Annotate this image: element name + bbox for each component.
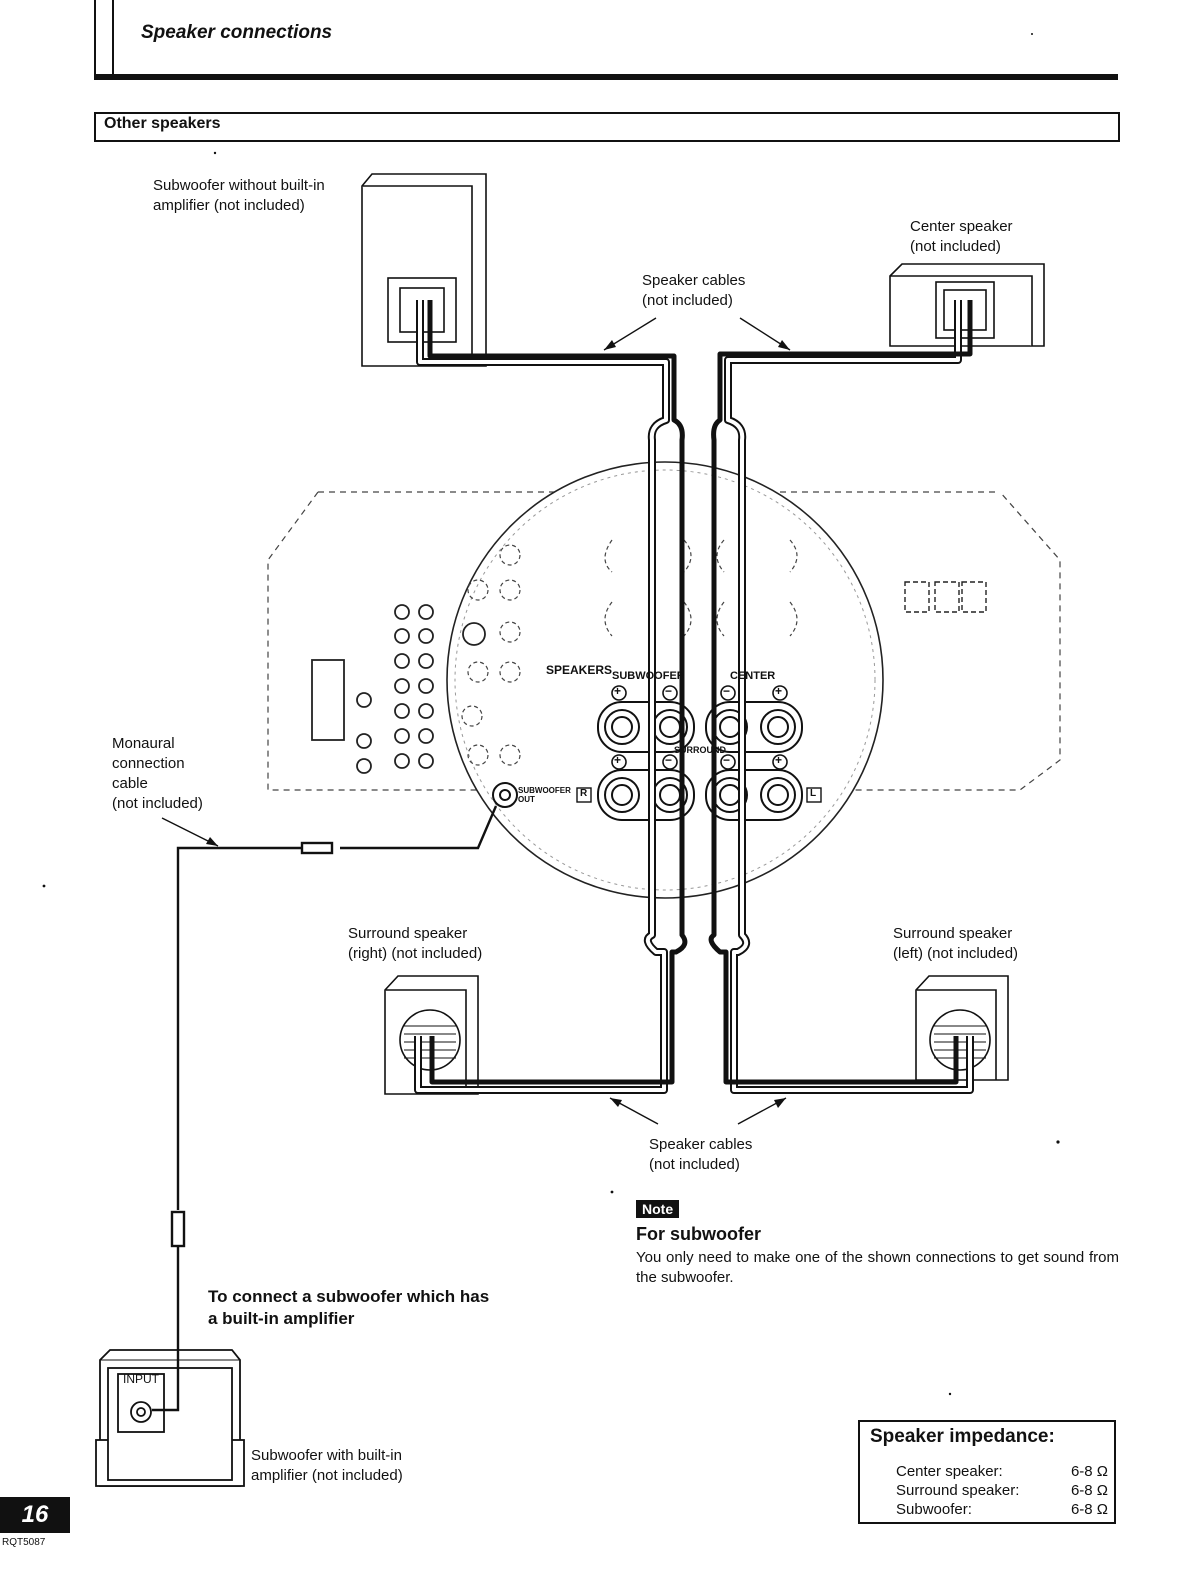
monaural-cable <box>152 805 498 1412</box>
speakers-label: SPEAKERS <box>546 663 613 677</box>
section-title: Other speakers <box>104 115 221 132</box>
minus-sign-4: − <box>723 753 731 767</box>
note-badge: Note <box>636 1200 680 1218</box>
plus-sign-3: + <box>614 753 622 767</box>
center-terminal-label: CENTER <box>730 670 776 682</box>
header-rule-inner <box>112 0 114 74</box>
l-channel-label: L <box>810 788 817 799</box>
minus-sign-3: − <box>665 753 673 767</box>
minus-sign-1: − <box>665 684 673 698</box>
impedance-title: Speaker impedance: <box>870 1426 1055 1447</box>
subwoofer-with-amp-graphic <box>95 1349 245 1487</box>
center-speaker-graphic <box>889 263 1045 347</box>
header-rule-left <box>94 0 96 78</box>
surround-right-label: Surround speaker(right) (not included) <box>348 925 483 962</box>
surround-terminal-label: SURROUND <box>674 745 727 755</box>
minus-sign-2: − <box>723 684 731 698</box>
center-speaker-label: Center speaker(not included) <box>910 218 1013 255</box>
plus-sign-2: + <box>775 684 783 698</box>
speaker-cables <box>414 300 974 1094</box>
r-channel-label: R <box>580 788 588 799</box>
input-label: INPUT <box>123 1372 159 1386</box>
header-rule-bottom <box>94 74 1118 80</box>
subwoofer-without-amp-graphic <box>361 173 487 367</box>
note-title: For subwoofer <box>636 1224 761 1244</box>
speaker-impedance-box: Speaker impedance: Center speaker: 6-8 Ω… <box>858 1420 1116 1524</box>
rear-jacks <box>311 604 434 774</box>
document-code: RQT5087 <box>2 1537 46 1548</box>
speaker-terminals <box>597 701 803 821</box>
plus-sign-4: + <box>775 753 783 767</box>
speaker-cables-top-label: Speaker cables(not included) <box>642 272 746 309</box>
page-title: Speaker connections <box>141 22 333 43</box>
subwoofer-out-jack <box>492 782 518 808</box>
note-body: You only need to make one of the shown c… <box>636 1249 1119 1286</box>
receiver-rear-panel <box>267 491 1061 791</box>
subwoofer-terminal-label: SUBWOOFER <box>612 670 685 682</box>
surround-left-label: Surround speaker(left) (not included) <box>893 925 1019 962</box>
page-number: 16 <box>0 1497 70 1533</box>
speaker-cables-bottom-label: Speaker cables(not included) <box>649 1136 753 1173</box>
plus-sign-1: + <box>614 684 622 698</box>
surround-left-graphic <box>915 975 1009 1081</box>
section-box <box>94 112 1120 142</box>
